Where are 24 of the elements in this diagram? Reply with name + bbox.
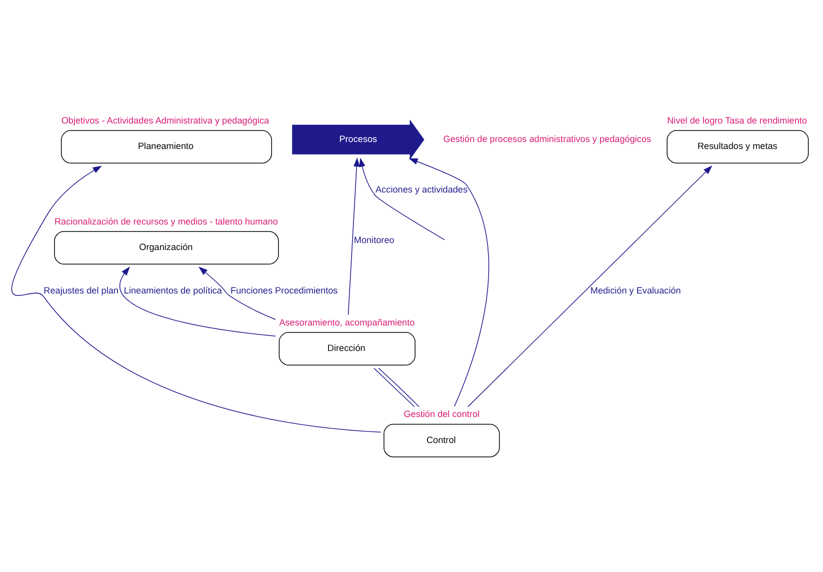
arrow — [468, 164, 712, 407]
edge-label: Lineamientos de política — [124, 284, 222, 295]
node-box: Resultados y metas — [666, 130, 809, 164]
edge-label: Funciones Procedimientos — [230, 284, 338, 295]
node-box: Organización — [54, 230, 279, 264]
node-label: Gestión de procesos administrativos y pedagógicos — [443, 133, 652, 144]
arrow — [198, 266, 276, 320]
arrow — [12, 165, 382, 432]
node-box: Dirección — [278, 332, 416, 365]
edge-label: Reajustes del plan — [44, 284, 118, 295]
node-label: Gestión del control — [404, 408, 480, 419]
node-label: Objetivos - Actividades Administrativa y pedagógica — [61, 114, 270, 125]
node-label: Racionalización de recursos y medios - talento humano — [54, 216, 278, 226]
arrow — [353, 156, 446, 240]
node-label: Nivel de logro Tasa de rendimiento — [667, 114, 807, 125]
arrow — [119, 266, 276, 336]
arrow — [348, 156, 366, 315]
arrow — [408, 158, 490, 406]
edge-label: Acciones y actividades — [376, 184, 468, 194]
edge-label: Medición y Evaluación — [590, 284, 681, 295]
node-label: Asesoramiento, acompañamiento — [279, 316, 415, 327]
node-box: Planeamiento — [60, 130, 272, 164]
node-box: Control — [384, 423, 500, 457]
edge-label: Monitoreo — [354, 234, 394, 244]
